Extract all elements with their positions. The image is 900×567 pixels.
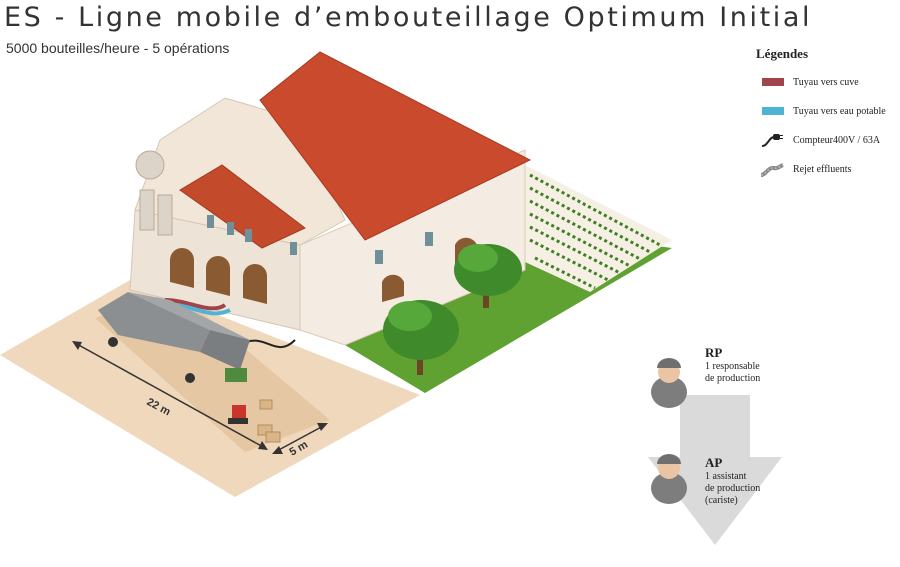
length-arrow-start [72,341,82,350]
legend-item-label: Compteur400V / 63A [793,134,881,146]
width-dimension-line [274,424,326,453]
role-code: RP [705,345,723,360]
vineyard [525,165,672,292]
effluent-hose-icon [760,163,784,177]
role-ap: AP 1 assistant de production (cariste) [705,455,760,507]
legend-item-label: Rejet effluents [793,163,852,175]
vine-rows [529,173,661,290]
legend-title: Légendes [756,46,808,61]
windows [207,215,433,264]
role-description-line: (cariste) [705,495,738,506]
role-rp: RP 1 responsable de production [705,345,760,385]
length-arrow-end [258,441,268,450]
vat-hose-swatch [762,78,784,86]
role-description-line: 1 assistant [705,471,747,482]
page-subtitle: 5000 bouteilles/heure - 5 opérations [6,40,230,56]
width-arrow-start [272,446,283,454]
hose-to-vat [164,298,227,311]
bottling-truck [98,292,250,383]
role-description-line: 1 responsable [705,361,760,372]
legend: Légendes Tuyau vers cuve Tuyau vers eau … [756,46,886,188]
arched-doors [170,237,477,304]
forklift [228,405,248,424]
wine-vats [135,150,173,236]
tree-left [383,300,459,375]
power-cable-icon [761,134,783,147]
legend-item-effluent: Rejet effluents [756,159,886,179]
legend-item-power: Compteur400V / 63A [756,130,886,150]
legend-item-label: Tuyau vers cuve [793,76,859,88]
role-description-line: de production [705,483,761,494]
legend-item-water-hose: Tuyau vers eau potable [756,101,886,121]
entrance-roof [179,164,306,249]
page-title: ES - Ligne mobile d’embouteillage Optimu… [4,2,813,33]
width-arrow-end [317,423,328,431]
legend-item-label: Tuyau vers eau potable [793,105,886,117]
hierarchy-arrow [648,395,782,545]
main-roof [259,51,532,241]
pallet-boxes [257,399,281,443]
legend-item-vat-hose: Tuyau vers cuve [756,72,886,92]
tree-right [454,244,522,308]
role-description-line: de production [705,373,761,384]
avatar-rp [651,358,687,408]
role-code: AP [705,455,723,470]
water-hose-swatch [762,107,784,115]
length-dimension-line [74,342,266,449]
avatar-ap [651,454,687,504]
